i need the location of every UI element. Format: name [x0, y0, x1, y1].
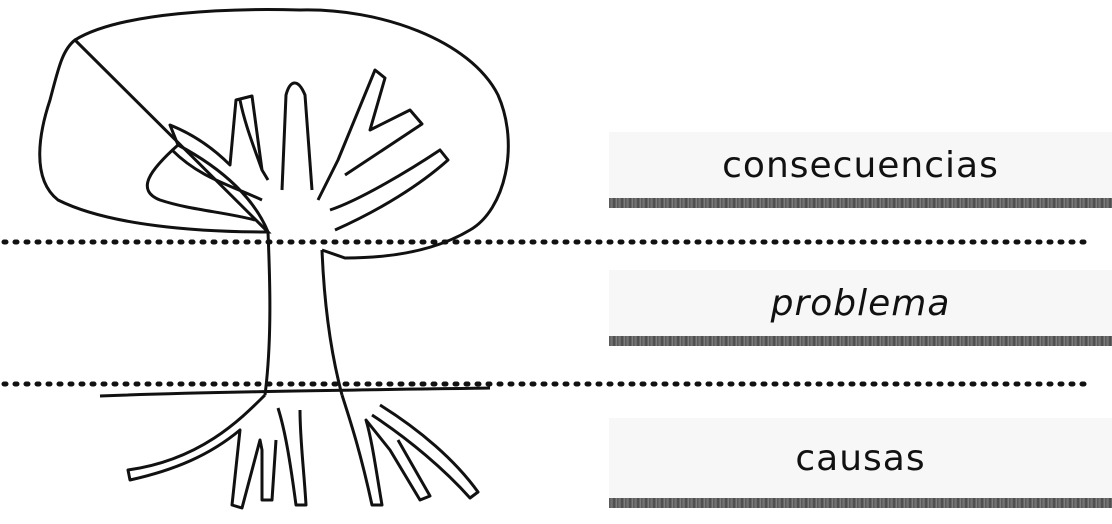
- causes-label: causas: [795, 438, 925, 489]
- tree-roots: [128, 395, 478, 508]
- tree-branches: [147, 70, 448, 232]
- tree-crown: [40, 10, 509, 258]
- causes-box: causas: [609, 418, 1112, 508]
- problem-box: problema: [609, 270, 1112, 346]
- tree-trunk: [265, 232, 342, 395]
- problem-label: problema: [771, 283, 951, 334]
- consequences-box: consecuencias: [609, 132, 1112, 208]
- ground-line: [100, 388, 490, 396]
- consequences-label: consecuencias: [722, 145, 999, 196]
